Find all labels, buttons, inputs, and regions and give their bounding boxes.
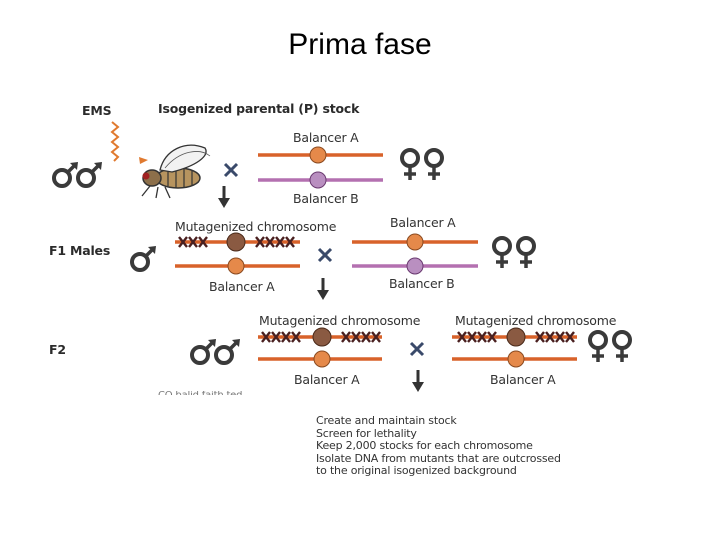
p-female-symbols (400, 148, 444, 182)
f1-female-balancer-a-label: Balancer A (390, 215, 456, 230)
p-balancer-b-label: Balancer B (293, 191, 359, 206)
f2-left-balancer-a (258, 350, 382, 368)
p-balancer-a-label: Balancer A (293, 130, 359, 145)
f1-mutagenized-label: Mutagenized chromosome (175, 219, 337, 234)
f2-male-symbols (190, 337, 242, 365)
cross-icon-f2 (409, 341, 425, 357)
note-line: Keep 2,000 stocks for each chromosome (316, 439, 533, 452)
fly-icon (141, 144, 211, 199)
f2-generation-label: F2 (49, 342, 66, 357)
cut-off-text: CO balid faith ted (158, 391, 242, 395)
f1-mutagenized-chromosome (175, 232, 300, 252)
f2-right-mutagenized-chromosome (452, 327, 577, 347)
arrow-f1-to-f2 (315, 276, 331, 302)
f2-right-balancer-a-label: Balancer A (490, 372, 556, 387)
f2-right-mutagenized-label: Mutagenized chromosome (455, 313, 617, 328)
f1-male-symbol (130, 244, 158, 272)
f1-female-balancer-a (352, 233, 478, 251)
slide-title: Prima fase (288, 28, 432, 61)
f1-balancer-a-label: Balancer A (209, 279, 275, 294)
mutagen-label: EMS (82, 103, 112, 118)
f1-balancer-a (175, 257, 300, 275)
note-line: to the original isogenized background (316, 464, 517, 477)
f2-left-balancer-a-label: Balancer A (294, 372, 360, 387)
arrow-p-to-f1 (216, 184, 232, 210)
p-balancer-a (258, 146, 383, 164)
p-male-symbols (52, 160, 104, 188)
p-balancer-b (258, 171, 383, 189)
f1-female-balancer-b-label: Balancer B (389, 276, 455, 291)
note-line: Screen for lethality (316, 426, 417, 440)
cross-icon-f1 (317, 247, 333, 263)
f1-generation-label: F1 Males (49, 243, 111, 258)
stock-notes: Create and maintain stock Screen for let… (316, 414, 561, 478)
note-line: Isolate DNA from mutants that are outcro… (316, 451, 561, 465)
f2-female-symbols (588, 330, 632, 364)
f1-female-symbols (492, 236, 536, 270)
f2-left-mutagenized-chromosome (258, 327, 382, 347)
f2-right-balancer-a (452, 350, 577, 368)
f2-left-mutagenized-label: Mutagenized chromosome (259, 313, 421, 328)
ems-squiggle-arrow (110, 121, 120, 162)
parental-stock-label: Isogenized parental (P) stock (158, 101, 360, 116)
arrow-f2-to-stock (410, 368, 426, 394)
f1-female-balancer-b (352, 257, 478, 275)
note-line: Create and maintain stock (316, 414, 457, 427)
cross-icon-p (223, 162, 239, 178)
